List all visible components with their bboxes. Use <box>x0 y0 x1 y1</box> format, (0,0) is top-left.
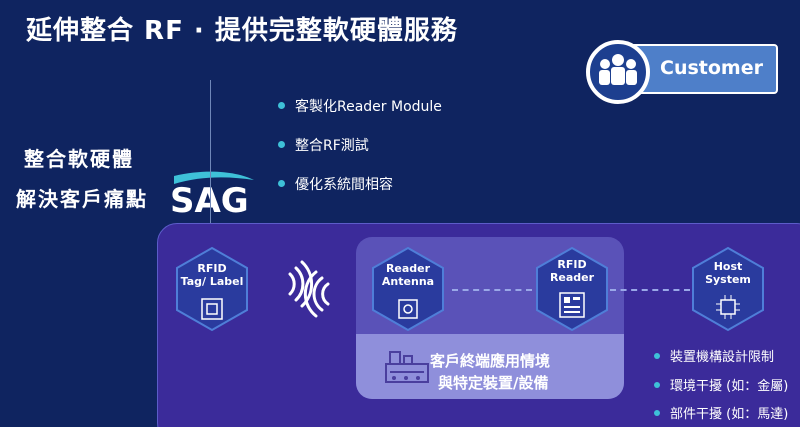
bullet-item: 優化系統間相容 <box>278 174 393 194</box>
constraint-item: 裝置機構設計限制 <box>654 346 774 365</box>
left-heading-line1: 整合軟硬體 <box>24 147 134 171</box>
scenario-text-line1: 客戶終端應用情境 <box>430 352 551 370</box>
bullet-dot <box>654 409 660 416</box>
scenario-banner <box>356 334 624 399</box>
bullet-dot <box>278 140 285 148</box>
bullet-dot <box>654 381 660 388</box>
customer-badge <box>586 40 650 104</box>
scenario-text-line2: 與特定裝置/設備 <box>438 374 549 392</box>
customer-label: Customer <box>660 57 763 79</box>
sag-logo-text: SAG <box>170 181 249 216</box>
dashed-connector <box>610 289 690 291</box>
bullet-dot <box>654 352 660 359</box>
bullet-item: 客製化Reader Module <box>278 96 442 116</box>
wireless-waves-icon <box>288 260 330 318</box>
bullet-dot <box>278 101 285 109</box>
constraint-item: 部件干擾 (如：馬達) <box>654 403 788 422</box>
constraint-item: 環境干擾 (如：金屬) <box>654 375 788 394</box>
node-rfid-reader: RFID Reader <box>534 246 610 332</box>
machine-icon <box>385 351 429 383</box>
node-host-system: Host System <box>690 246 766 332</box>
people-group-icon <box>599 54 637 85</box>
dashed-connector <box>452 289 532 291</box>
bullet-dot <box>278 179 285 187</box>
node-rfid-tag: RFID Tag/ Label <box>174 246 250 332</box>
divider-line <box>210 80 211 230</box>
chip-icon <box>716 295 740 319</box>
reader-device-icon <box>559 292 585 318</box>
sag-logo: SAG <box>170 171 254 216</box>
antenna-icon <box>398 299 418 319</box>
page-title: 延伸整合 RF · 提供完整軟硬體服務 <box>26 16 458 46</box>
node-reader-antenna: Reader Antenna <box>370 246 446 332</box>
rfid-tag-icon <box>201 298 223 320</box>
left-heading-line2: 解決客戶痛點 <box>16 187 148 211</box>
bullet-item: 整合RF測試 <box>278 135 369 155</box>
